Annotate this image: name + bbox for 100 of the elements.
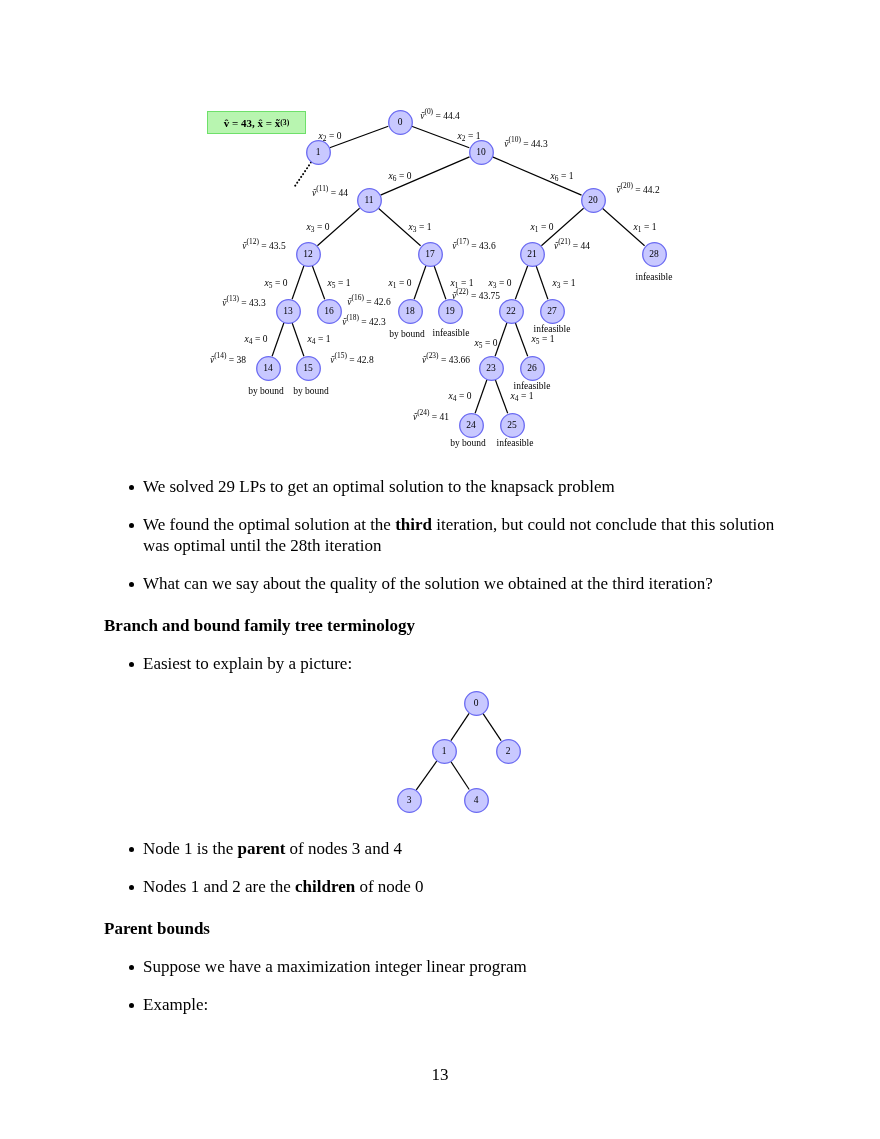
edge-label: x$_{1}$ = 1: [633, 221, 657, 233]
tree-edge: [514, 322, 529, 357]
edge-label: x$_{5}$ = 0: [474, 337, 498, 349]
tree-edge: [482, 712, 502, 742]
tree-edge: [377, 207, 422, 247]
tree-edge: [535, 265, 549, 300]
edge-label: x$_{4}$ = 1: [307, 333, 331, 345]
bound-value: ṽ$^{(20)}$ = 44.2: [616, 184, 660, 196]
edge-label: x$_{2}$ = 0: [318, 130, 342, 142]
bound-value: ṽ$^{(11)}$ = 44: [312, 187, 348, 199]
tree-node: 0: [463, 690, 489, 716]
list-item-text: Suppose we have a maximization integer linear program: [143, 955, 528, 977]
edge-label: x$_{2}$ = 1: [457, 130, 481, 142]
tree-edge: [329, 125, 389, 149]
edge-label: x$_{3}$ = 1: [552, 277, 576, 289]
bound-value: ṽ$^{(16)}$ = 42.6: [347, 296, 391, 308]
tree-edge: [271, 322, 285, 357]
bound-value: ṽ$^{(12)}$ = 43.5: [242, 240, 286, 252]
tree-node: 20: [580, 187, 606, 213]
tree-node: 4: [463, 787, 489, 813]
edge-label: x$_{4}$ = 0: [244, 333, 268, 345]
bound-value: ṽ$^{(0)}$ = 44.4: [420, 110, 460, 122]
tree-edge: [415, 760, 438, 791]
list-item-text: We found the optimal solution at the third iteration, but could not conclude that this solution was optimal until the 28th iteration: [143, 513, 776, 556]
bound-value: ṽ$^{(18)}$ = 42.3: [342, 316, 386, 328]
bound-value: ṽ$^{(14)}$ = 38: [209, 354, 247, 366]
tree-edge: [474, 379, 488, 414]
tree-node: 16: [316, 298, 342, 324]
bound-value: ṽ$^{(13)}$ = 43.3: [222, 297, 266, 309]
tree-edge: [514, 265, 529, 300]
tree-node: 26: [519, 355, 545, 381]
tree-edge: [413, 265, 427, 300]
tree-node: 0: [387, 109, 413, 135]
status-label: by bound: [389, 328, 425, 340]
status-label: infeasible: [513, 380, 551, 392]
status-label: by bound: [293, 385, 329, 397]
tree-edge: [311, 265, 326, 300]
status-label: infeasible: [432, 327, 470, 339]
tree-node: 25: [499, 412, 525, 438]
tree-edge: [450, 760, 470, 791]
tree-node: 13: [275, 298, 301, 324]
tree-node: 21: [519, 241, 545, 267]
edge-label: x$_{3}$ = 0: [306, 221, 330, 233]
tree-edge: [540, 207, 585, 247]
tree-edge: [411, 125, 470, 149]
tree-node: 11: [356, 187, 382, 213]
list-item-text: Nodes 1 and 2 are the children of node 0: [143, 875, 425, 897]
section-heading: Parent bounds: [104, 917, 210, 939]
list-item-text: Node 1 is the parent of nodes 3 and 4: [143, 837, 403, 859]
tree-node: 3: [396, 787, 422, 813]
list-item-text: What can we say about the quality of the solution we obtained at the third iteration?: [143, 572, 714, 594]
edge-label: x$_{6}$ = 1: [550, 170, 574, 182]
tree-edge: [291, 322, 305, 357]
tree-edge: [291, 265, 305, 300]
status-label: infeasible: [635, 271, 673, 283]
section-heading: Branch and bound family tree terminology: [104, 614, 415, 636]
tree-node: 22: [498, 298, 524, 324]
bound-value: ṽ$^{(23)}$ = 43.66: [422, 354, 470, 366]
status-label: by bound: [450, 437, 486, 449]
bound-value: ṽ$^{(21)}$ = 44: [553, 240, 591, 252]
edge-label: x$_{1}$ = 1: [450, 277, 474, 289]
tree-edge: [494, 322, 508, 357]
list-item-text: Example:: [143, 993, 210, 1015]
dotted-line: [294, 161, 312, 187]
tree-node: 23: [478, 355, 504, 381]
tree-node: 1: [431, 738, 457, 764]
tree-node: 19: [437, 298, 463, 324]
tree-node: 15: [295, 355, 321, 381]
tree-node: 27: [539, 298, 565, 324]
list-item-text: We solved 29 LPs to get an optimal solution to the knapsack problem: [143, 475, 616, 497]
edge-label: x$_{1}$ = 0: [388, 277, 412, 289]
tree-node: 10: [468, 139, 494, 165]
bound-value: ṽ$^{(15)}$ = 42.8: [330, 354, 374, 366]
status-label: infeasible: [496, 437, 534, 449]
tree-edge: [379, 156, 471, 196]
bound-value: ṽ$^{(24)}$ = 41: [412, 411, 450, 423]
tree-node: 14: [255, 355, 281, 381]
tree-edge: [494, 379, 509, 414]
tree-node: 17: [417, 241, 443, 267]
tree-node: 28: [641, 241, 667, 267]
edge-label: x$_{5}$ = 1: [327, 277, 351, 289]
edge-label: x$_{4}$ = 0: [448, 390, 472, 402]
tree-node: 18: [397, 298, 423, 324]
tree-node: 24: [458, 412, 484, 438]
edge-label: x$_{3}$ = 0: [488, 277, 512, 289]
edge-label: x$_{6}$ = 0: [388, 170, 412, 182]
page-number: 13: [431, 1063, 449, 1085]
bound-value: ṽ$^{(17)}$ = 43.6: [452, 240, 496, 252]
bound-value: ṽ$^{(10)}$ = 44.3: [504, 138, 548, 150]
tree-edge: [316, 207, 361, 247]
list-item-text: Easiest to explain by a picture:: [143, 652, 354, 674]
edge-label: x$_{5}$ = 1: [531, 333, 555, 345]
edge-label: x$_{5}$ = 0: [264, 277, 288, 289]
tree-edge: [450, 712, 470, 742]
status-label: infeasible: [533, 323, 571, 335]
status-label: by bound: [248, 385, 284, 397]
tree-node: 2: [495, 738, 521, 764]
tree-node: 12: [295, 241, 321, 267]
tree-edge: [601, 207, 646, 247]
tree-edge: [491, 156, 583, 196]
